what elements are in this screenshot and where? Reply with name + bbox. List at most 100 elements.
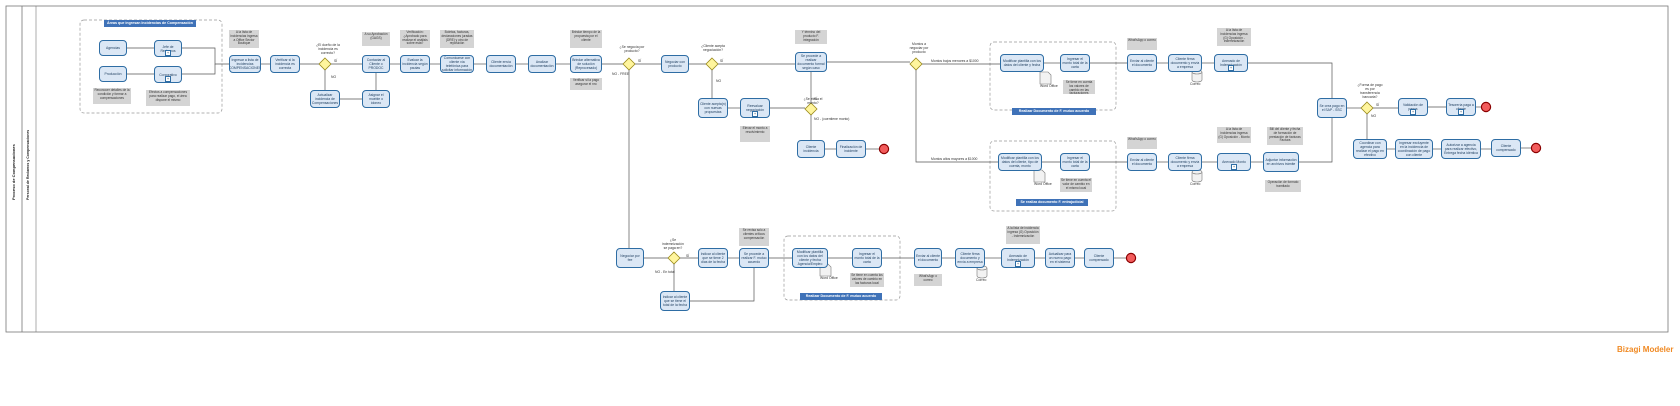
task-cliente-firma[interactable]: Cliente firma documento y envía a empres… [1168,54,1202,72]
task-adjuntar[interactable]: Adjuntar información en archivos trámite [1263,152,1299,172]
label-word2: Word Office [1034,182,1052,186]
note-n8: Elevar el monto a resolvimiento [740,126,770,142]
task-evaluar[interactable]: Evaluar la incidencia según pautas [400,55,430,73]
note-n6: Verificar si la pago asegurar el nro [570,78,602,90]
gateway-pago [1360,101,1374,115]
task-indicar-cliente[interactable]: Indicar al cliente que se tiene 2 días d… [698,248,728,268]
task-actualizar[interactable]: Actualizar incidencia de Compensaciones [310,90,340,108]
flow-label-q-indem-18: ¿Se indemnización se paga en? [662,238,684,250]
label-correo1: Correo [1190,82,1201,86]
note-n2: A su Aprobación (GAGS) [362,32,390,46]
task-enviar-doc2[interactable]: Enviar al cliente el documento [1127,153,1157,171]
note-n5: Brindar tiempo de la propuesta por el cl… [570,30,602,48]
note-n7: Y término del producto F. integración [795,30,827,44]
flow-label-no-2: NO [331,75,337,79]
flow-label-q-monto-negociar-12: Montos a negociar por producto [909,42,929,54]
task-ingresar-excl[interactable]: Ingresar excluyente en la incidencia de … [1395,139,1433,159]
label-correo2: Correo [1190,182,1201,186]
task-modificar-plantilla2[interactable]: Modificar plantilla con los datos del cl… [998,153,1042,171]
task-actualizar3[interactable]: Actualizar para un nuevo pago en el sist… [1045,248,1075,268]
task-anexado3[interactable]: Anexado de Indemnización [1001,248,1035,268]
label-word3: Word Office [820,276,838,280]
task-ingresar-monto3[interactable]: Ingresar el monto total de la carta [852,248,882,268]
flow-label-si-10: SÍ [814,97,818,101]
task-verificar[interactable]: Verificar si la incidencia es correcta [270,55,300,73]
note-n19: Se tiene en cuenta los valores de cambio… [850,273,884,287]
task-corporativo[interactable]: Corporativo [154,66,182,83]
task-coordinar[interactable]: Coordinar con agencia para realizar el p… [1353,139,1387,159]
task-brindar[interactable]: Brindar alternativa de solución (Reproce… [570,55,602,73]
task-finalizacion[interactable]: Finalización de incidente [836,140,866,158]
flow-label-si-19: SÍ [686,254,690,258]
note-n9: What'sApp o correo [1127,38,1157,50]
note-n13: A la lista de incidencias ingresa (G) Op… [1217,127,1251,143]
task-modificar-plantilla[interactable]: Modificar plantilla con los datos del cl… [1000,54,1044,72]
gateway-duenio [318,57,332,71]
gateway-montos [909,57,923,71]
task-produccion[interactable]: Producción [99,66,127,82]
group-intake-header: Áreas que ingresan Incidencias de Compen… [104,20,196,27]
task-analizar[interactable]: Analizar documentación [528,55,556,73]
task-cliente-firma3[interactable]: Cliente firma documento y envía a empres… [955,248,985,268]
flow-label-no-8: NO [716,79,722,83]
task-tesoreria[interactable]: Tesorería paga a cliente [1446,98,1476,116]
task-enviar-doc[interactable]: Enviar al cliente el documento [1127,54,1157,72]
task-se-procede[interactable]: Se procede a realizar documento formal s… [795,52,827,72]
flow-line [182,64,216,75]
task-enviar3[interactable]: Enviar al cliente el documento [914,248,942,268]
task-cliente-firma2[interactable]: Cliente firma documento y envía a empres… [1168,153,1202,171]
task-se-crea-pago[interactable]: Se crea pago en el SAP - SSC [1317,98,1347,118]
task-jefe-reclamos[interactable]: Jefe de Reclamos [154,40,182,57]
gateway-negocia [622,57,636,71]
task-negociar[interactable]: Negociar con producto [661,55,689,73]
task-asignar[interactable]: Asignar el mueble o idoneo [362,90,390,108]
flow-label-q-duenio-0: ¿El dueño de la incidencia es correcto? [316,43,340,55]
note-n15: Operación de formato tramitado [1265,180,1301,192]
lane-title: Personal de Reclamos y Compensaciones [26,129,30,200]
task-anexado[interactable]: Anexado de Indemnización [1214,54,1248,72]
task-anexado2[interactable]: Anexado Monto [1217,153,1251,171]
task-cliente-comp3[interactable]: Cliente compensado [1084,248,1114,268]
task-ingresar-monto[interactable]: Ingresar el monto total de la carta [1060,54,1090,72]
label-correo3: Correo [976,278,987,282]
flow-label-q-pago-15: ¿Forma de pago es por transferencia banc… [1357,83,1383,99]
flow-label-no-total-20: NO - En total [655,270,675,274]
flow-label-q-monto-9: ¿Se eleva el monto? [803,97,823,105]
note-n3: Verificación: ¿Aprobado para realizar el… [400,30,430,48]
note-n16: Se tiene en cuenta el valor de cambio en… [1060,178,1092,192]
flow-label-si-16: SÍ [1376,103,1380,107]
pool-title: Proceso de Compensaciones [11,144,16,200]
task-comunicarse[interactable]: Comunicarse con cliente vía telefónica p… [440,55,474,73]
flow-label-si-5: SÍ [638,59,642,63]
end-event-finalizacion [878,143,890,155]
task-cliente-acepta[interactable]: Cliente acepta(n) con nuevas propuestas [698,98,728,118]
task-reevaluar[interactable]: Reevaluar negociación [740,98,770,118]
flow-line [182,47,229,65]
task-se-procede2[interactable]: Se procede a realizar F. mutuo acuerdo [739,248,769,268]
task-agencias[interactable]: Agencias [99,40,127,56]
flow-label-no-fee-4: NO - FREE [612,72,630,76]
task-autorizar[interactable]: Autorizar a agencia para realizar efecti… [1441,139,1481,159]
group-doc-entrajudicial-header: Se realiza documento F. entrajudicial [1016,199,1088,206]
task-cliente-envia[interactable]: Cliente envía documentación [486,55,516,73]
end-event-tesoreria [1480,101,1492,113]
flow-label-no-17: NO [1371,114,1377,118]
datastore-correo-2 [1191,169,1203,183]
gateway-indem [667,251,681,265]
task-contactar[interactable]: Contactar al Cliente o PRODOC [362,55,390,73]
task-indicar-cliente2[interactable]: Indicar al cliente que se tiene el total… [660,291,690,311]
note-n-intake2: Efectos a compensaciones para realizar p… [146,90,190,106]
flow-line [1248,62,1333,98]
gateway-acepta [705,57,719,71]
task-cliente-incidencia[interactable]: Cliente incidencia [797,140,825,158]
task-ingresar-monto2[interactable]: Ingresar el monto total de la carta [1060,153,1090,171]
flow-line [690,268,755,302]
bizagi-logo: Bizagi Modeler [1617,345,1674,354]
note-n10: A la lista de incidencias ingresa (G) Op… [1217,28,1251,46]
task-ingresar[interactable]: Ingresar a lista de incidencias COMPENSA… [229,55,261,73]
task-modificar-plantilla3[interactable]: Modificar plantilla con los datos del cl… [792,248,828,268]
task-validacion[interactable]: Validación de pagos [1398,98,1428,116]
flow-line [1299,118,1333,163]
task-cliente-comp[interactable]: Cliente compensado [1491,139,1521,157]
task-negociar-fee[interactable]: Negociar por fee [616,248,644,268]
